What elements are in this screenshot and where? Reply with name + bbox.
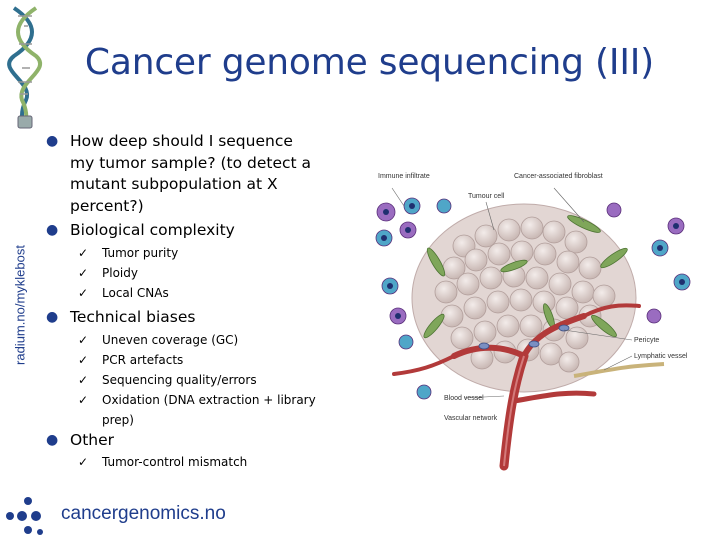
bullet-text: Biological complexity	[70, 221, 235, 239]
sub-item-text: Ploidy	[102, 266, 138, 280]
bullet-item: ● How deep should I sequence my tumor sa…	[46, 131, 321, 217]
dna-helix-icon	[7, 6, 42, 129]
side-credit-text: radium.no/myklebost	[12, 245, 28, 365]
bullet-dot-icon: ●	[46, 222, 59, 238]
bullet-item: ● Technical biases	[46, 307, 321, 329]
bullet-item: ● Other	[46, 430, 321, 452]
checkmark-icon: ✓	[78, 246, 89, 260]
bullet-text: How deep should I sequence my tumor samp…	[70, 132, 312, 215]
bullet-dot-icon: ●	[46, 133, 59, 149]
sub-item-text: Tumor purity	[102, 246, 179, 260]
label-tumour-cell: Tumour cell	[468, 193, 505, 200]
label-blood-vessel: Blood vessel	[444, 395, 484, 402]
footer-url: cancergenomics.no	[61, 503, 226, 524]
label-lymphatic: Lymphatic vessel	[634, 353, 688, 360]
bullet-text: Technical biases	[70, 308, 196, 326]
sub-item-text: Tumor-control mismatch	[102, 455, 248, 469]
label-pericyte: Pericyte	[634, 337, 659, 344]
checkmark-icon: ✓	[78, 353, 89, 367]
label-immune: Immune infiltrate	[378, 173, 430, 180]
checkmark-icon: ✓	[78, 286, 89, 300]
bullet-text: Other	[70, 431, 115, 449]
slide-title: Cancer genome sequencing (III)	[84, 42, 654, 83]
sub-item: ✓ Uneven coverage (GC)	[78, 331, 318, 351]
bullet-dot-icon: ●	[46, 309, 59, 325]
sub-item: ✓ Local CNAs	[78, 284, 318, 304]
checkmark-icon: ✓	[78, 455, 89, 469]
sub-item-text: Uneven coverage (GC)	[102, 333, 239, 347]
checkmark-icon: ✓	[78, 266, 89, 280]
sub-item-text: Sequencing quality/errors	[102, 373, 257, 387]
label-vascular-network: Vascular network	[444, 415, 498, 422]
cancergenomics-logo-icon	[6, 497, 43, 535]
checkmark-icon: ✓	[78, 373, 89, 387]
tumor-microenvironment-figure: Immune infiltrate Tumour cell Cancer-ass…	[375, 173, 691, 471]
checkmark-icon: ✓	[78, 393, 89, 407]
sub-item: ✓ Oxidation (DNA extraction + library pr…	[78, 391, 318, 430]
sub-item: ✓ Ploidy	[78, 264, 318, 284]
label-caf: Cancer-associated fibroblast	[514, 173, 603, 180]
side-credit: radium.no/myklebost	[8, 155, 32, 455]
sub-item-text: Oxidation (DNA extraction + library prep…	[102, 393, 316, 427]
sub-item: ✓ PCR artefacts	[78, 351, 318, 371]
sub-item-text: Local CNAs	[102, 286, 169, 300]
sub-item-text: PCR artefacts	[102, 353, 184, 367]
sub-item: ✓ Sequencing quality/errors	[78, 371, 318, 391]
bullet-item: ● Biological complexity	[46, 220, 321, 242]
sub-item: ✓ Tumor purity	[78, 244, 318, 264]
bullet-dot-icon: ●	[46, 432, 59, 448]
sub-item: ✓ Tumor-control mismatch	[78, 453, 318, 473]
checkmark-icon: ✓	[78, 333, 89, 347]
